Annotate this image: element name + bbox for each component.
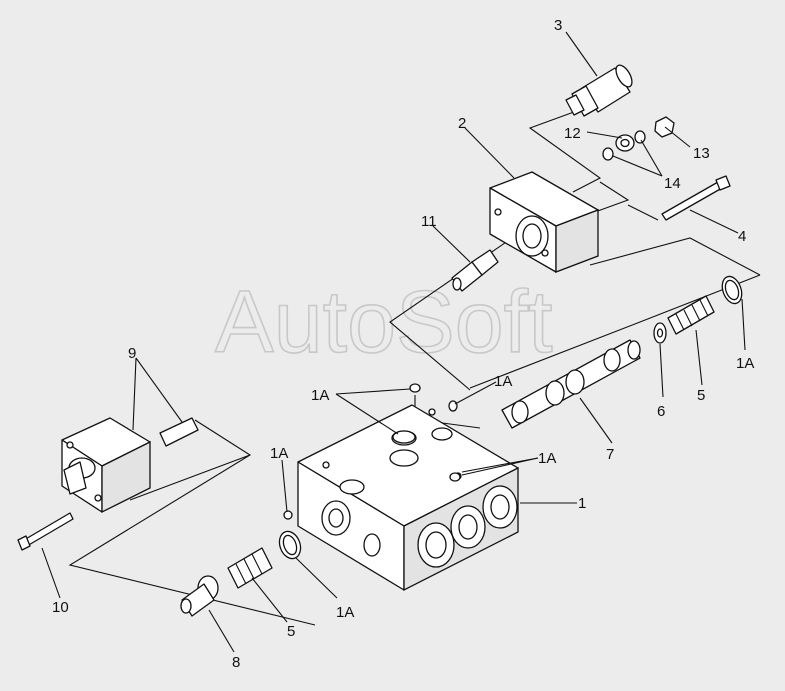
part-6-washer bbox=[653, 322, 667, 344]
callout-1a-right: 1A bbox=[538, 450, 556, 467]
callout-13: 13 bbox=[693, 145, 710, 162]
callout-12: 12 bbox=[564, 125, 581, 142]
callout-1a-top-left: 1A bbox=[311, 387, 329, 404]
callout-7: 7 bbox=[606, 446, 614, 463]
callout-1a-top-right: 1A bbox=[494, 373, 512, 390]
callout-11: 11 bbox=[421, 213, 437, 230]
callout-14: 14 bbox=[664, 175, 681, 192]
part-5-spring-upper bbox=[667, 295, 715, 335]
o-ring-far-right bbox=[721, 275, 743, 305]
parts-12-13-14-hardware bbox=[602, 116, 675, 161]
part-11-fitting bbox=[451, 249, 499, 292]
part-3-solenoid bbox=[565, 64, 633, 117]
leader-lines bbox=[41, 31, 746, 653]
part-2-block bbox=[489, 171, 599, 273]
callout-5-lower: 5 bbox=[287, 623, 295, 640]
watermark: AutoSoft bbox=[215, 272, 553, 371]
callout-6: 6 bbox=[657, 403, 665, 420]
callout-1a-far-right: 1A bbox=[736, 355, 754, 372]
callout-8: 8 bbox=[232, 654, 240, 671]
callout-5-upper: 5 bbox=[697, 387, 705, 404]
part-9-end-cap bbox=[61, 417, 199, 514]
callout-1a-bottom: 1A bbox=[336, 604, 354, 621]
part-5-spring-lower bbox=[227, 547, 273, 589]
callout-1a-left: 1A bbox=[270, 445, 288, 462]
part-8-piston bbox=[180, 575, 219, 617]
part-1-housing bbox=[297, 404, 519, 592]
callout-labels: 3 2 12 13 14 4 11 1A 5 6 7 1 1A 1A 1A 1A… bbox=[52, 17, 754, 671]
callout-10: 10 bbox=[52, 599, 69, 616]
o-rings-small bbox=[278, 383, 461, 560]
callout-1: 1 bbox=[578, 495, 586, 512]
callout-9: 9 bbox=[128, 345, 136, 362]
callout-2: 2 bbox=[458, 115, 466, 132]
callout-3: 3 bbox=[554, 17, 562, 34]
callout-4: 4 bbox=[738, 228, 746, 245]
part-10-bolt bbox=[17, 512, 74, 551]
part-4-bolt bbox=[661, 175, 731, 221]
part-7-spool bbox=[501, 339, 641, 429]
